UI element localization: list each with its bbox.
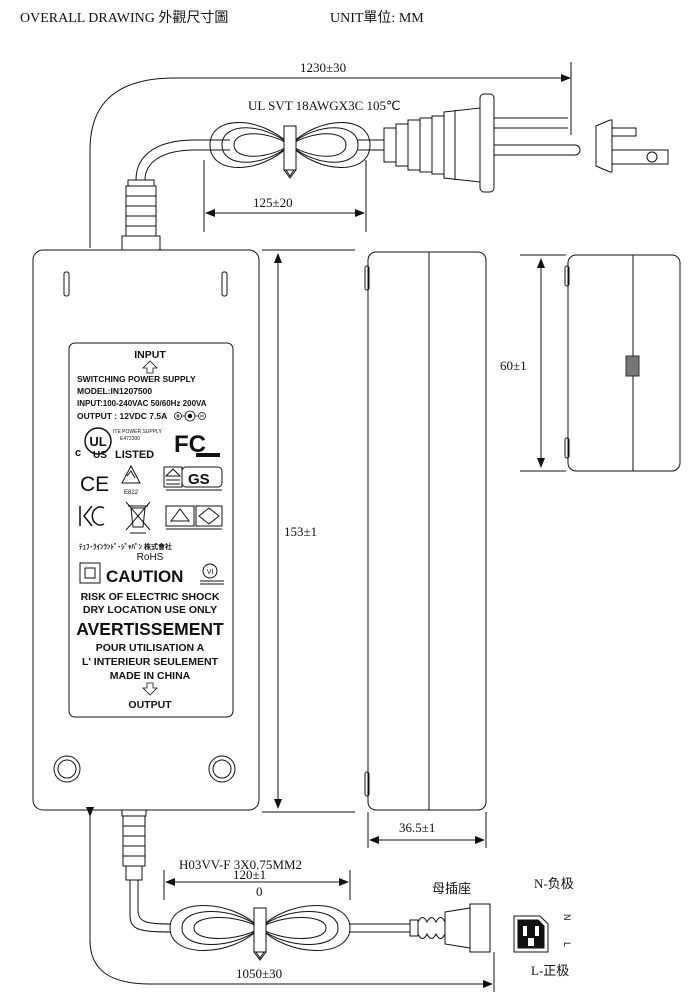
input-arrow-icon	[142, 360, 158, 374]
dc-cable-spec: UL SVT 18AWGX3C 105℃	[248, 98, 401, 113]
dc-cable-coil	[209, 122, 371, 179]
dc-cord-to-plug	[358, 139, 384, 151]
made-text: MADE IN CHINA	[110, 670, 191, 682]
ul-mark: UL	[89, 434, 106, 449]
ac-cord-to-connector	[350, 923, 410, 933]
ite-line1: ITE POWER SUPPLY	[113, 429, 162, 435]
dc-strain-relief	[121, 179, 161, 251]
height-label: 153±1	[284, 524, 317, 539]
ul-us-mark: US	[93, 450, 107, 461]
ul-listed-text: LISTED	[115, 449, 154, 461]
fc-underline	[196, 453, 220, 457]
interieur-text: L' INTERIEUR SEULEMENT	[82, 656, 219, 668]
label-product: SWITCHING POWER SUPPLY	[77, 374, 196, 384]
ac-cord-length-label: 1050±30	[236, 966, 282, 981]
ac-coil-extra-label: 0	[256, 884, 263, 899]
dc-coil-label: 125±20	[253, 195, 293, 210]
weee-icon	[125, 501, 151, 534]
width-dimension	[520, 254, 566, 472]
iec-c13-front-icon	[513, 915, 549, 953]
dc-coil-dimension	[203, 160, 367, 232]
width-label: 60±1	[500, 358, 527, 373]
ce-mark: CE	[80, 473, 109, 496]
rcm-icon	[121, 464, 141, 484]
ac-plug	[383, 93, 581, 193]
ac-cable-coil	[169, 905, 351, 961]
iec-connector	[409, 903, 491, 953]
polarity-icon	[174, 410, 206, 422]
label-input-spec: INPUT:100-240VAC 50/60Hz 200VA	[77, 399, 207, 408]
n-label: N-负极	[534, 876, 574, 891]
pour-text: POUR UTILISATION A	[96, 642, 205, 654]
ite-line2: E472300	[120, 436, 140, 442]
ul-logo-icon	[84, 427, 112, 455]
label-model: MODEL:IN1207500	[77, 386, 152, 396]
socket-label: 母插座	[432, 881, 471, 896]
ac-strain-relief	[121, 809, 147, 881]
ul-c-mark: c	[75, 447, 81, 459]
ac-plug-end-view	[595, 119, 669, 173]
ac-coil-label: 120±1	[233, 867, 266, 882]
gs-icon	[163, 466, 223, 491]
risk-text: RISK OF ELECTRIC SHOCK	[81, 591, 220, 603]
vi-icon	[200, 563, 224, 585]
adapter-front-view	[32, 249, 260, 811]
adapter-side-view	[364, 251, 487, 811]
label-input: INPUT	[134, 349, 166, 361]
gs-mark: GS	[188, 471, 210, 488]
output-arrow-icon	[142, 682, 158, 696]
dc-cord-length-dimension	[89, 62, 572, 248]
caution-text: CAUTION	[106, 567, 183, 586]
tuv-text: ﾃｭﾌ･ﾗｲﾝﾗﾝﾄﾞ･ｼﾞｬﾊﾟﾝ 株式會社	[79, 542, 172, 551]
unit-label: UNIT單位: MM	[330, 10, 424, 26]
drawing-title: OVERALL DRAWING 外觀尺寸圖	[20, 10, 228, 26]
rohs-mark: RoHS	[137, 552, 164, 563]
pin-l-label: L	[562, 942, 572, 947]
vi-mark: VI	[207, 569, 214, 576]
label-output: OUTPUT	[128, 699, 172, 711]
label-output-spec: OUTPUT : 12VDC 7.5A	[77, 411, 167, 421]
pin-n-label: N	[562, 914, 572, 921]
pse-icon	[165, 505, 223, 530]
thickness-label: 36.5±1	[399, 820, 435, 835]
label-plate: INPUT SWITCHING POWER SUPPLY MODEL:IN120…	[68, 342, 234, 718]
class-ii-icon	[79, 562, 101, 584]
dc-cord-length-label: 1230±30	[300, 60, 346, 75]
l-label: L-正极	[531, 963, 569, 978]
adapter-end-view	[564, 254, 681, 472]
kc-icon	[79, 505, 105, 527]
dry-text: DRY LOCATION USE ONLY	[83, 604, 217, 616]
avert-text: AVERTISSEMENT	[76, 619, 224, 639]
ac-cord-length-dimension	[86, 807, 495, 992]
e822-code: E822	[124, 490, 139, 496]
dc-cord	[135, 139, 230, 181]
